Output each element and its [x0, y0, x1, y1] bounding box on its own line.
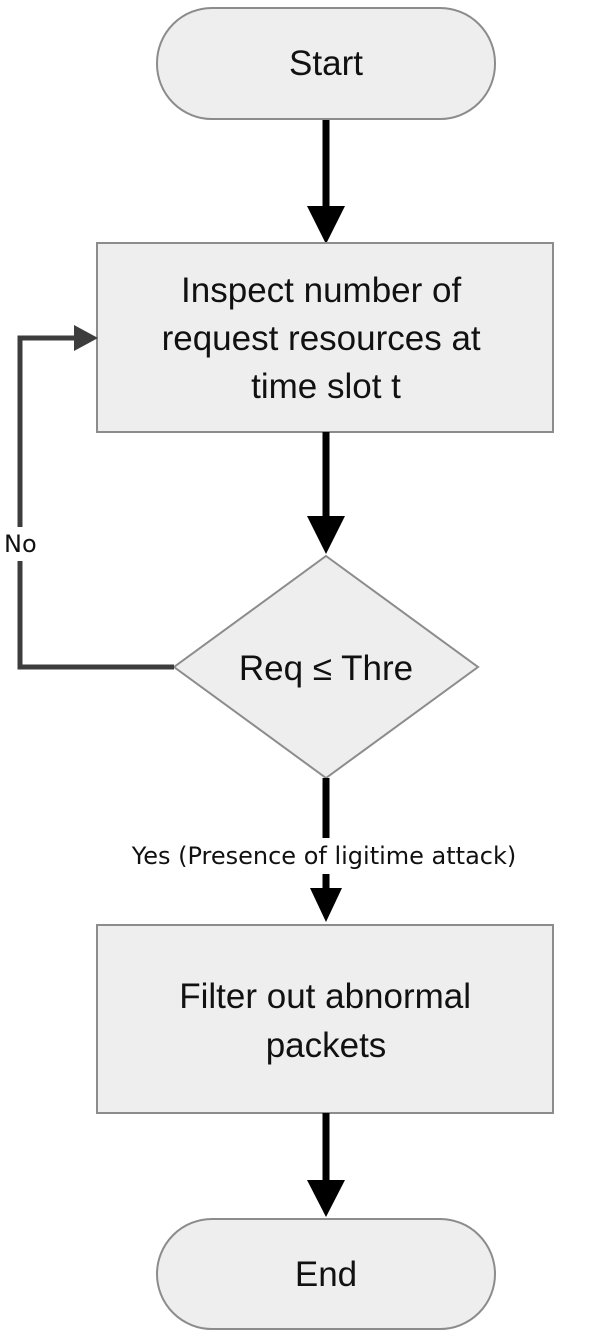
filter-label-line-1: Filter out abnormal [179, 977, 471, 1016]
filter-label-line-2: packets [266, 1026, 387, 1065]
no-label-bg [2, 527, 46, 561]
yes-label-bg [48, 838, 600, 874]
arrow-no-loop [17, 325, 174, 670]
start-label: Start [289, 44, 363, 83]
inspect-label: Inspect number of request resources at t… [162, 271, 491, 406]
arrow-inspect-to-decision [307, 432, 345, 554]
decision-label: Req ≤ Thre [239, 649, 413, 688]
filter-process [96, 924, 554, 1114]
no-label: No [4, 530, 37, 558]
start-terminal [156, 7, 496, 120]
inspect-label-line-2: request resources at [162, 319, 481, 358]
arrow-filter-to-end [307, 1113, 345, 1217]
inspect-label-line-3: time slot t [251, 367, 401, 406]
arrow-start-to-inspect [307, 120, 345, 244]
yes-label: Yes (Presence of ligitime attack) [131, 842, 517, 870]
inspect-process [96, 242, 554, 433]
inspect-label-line-1: Inspect number of [181, 271, 461, 310]
end-label: End [295, 1255, 357, 1294]
end-terminal [156, 1218, 496, 1330]
filter-label: Filter out abnormal packets [179, 977, 481, 1065]
